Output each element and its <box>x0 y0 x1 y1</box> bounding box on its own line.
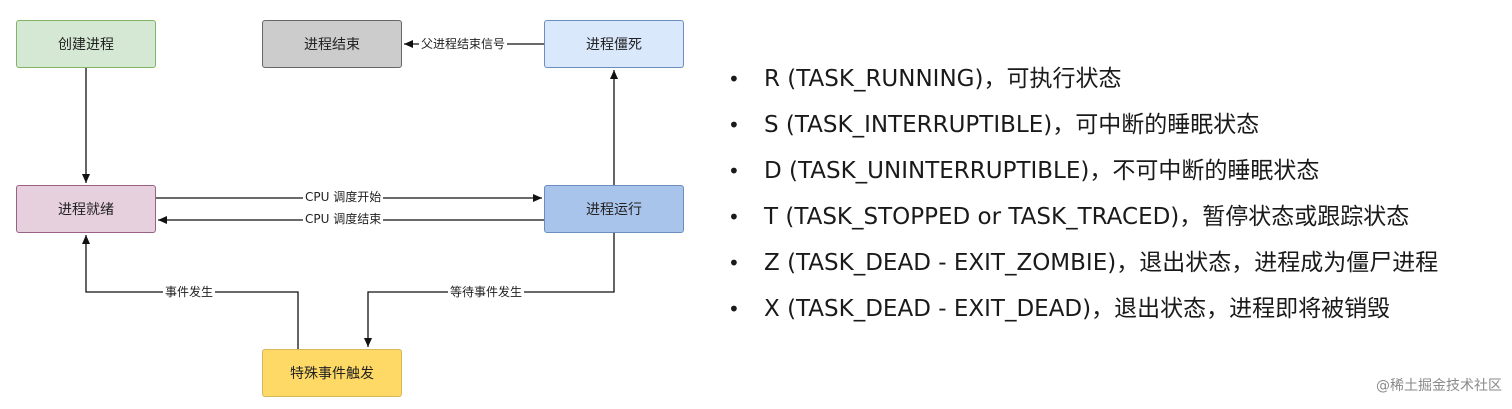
bullet-icon: • <box>728 205 740 229</box>
edge-label-wait-event: 等待事件发生 <box>448 285 525 299</box>
state-item: • D (TASK_UNINTERRUPTIBLE)，不可中断的睡眠状态 <box>728 148 1512 194</box>
bullet-icon: • <box>728 297 740 321</box>
node-special-event: 特殊事件触发 <box>262 349 402 397</box>
node-create-process: 创建进程 <box>16 20 156 68</box>
state-item: • Z (TASK_DEAD - EXIT_ZOMBIE)，退出状态，进程成为僵尸… <box>728 240 1512 286</box>
node-process-zombie: 进程僵死 <box>544 20 684 68</box>
bullet-icon: • <box>728 251 740 275</box>
state-item: • R (TASK_RUNNING)，可执行状态 <box>728 56 1512 102</box>
bullet-icon: • <box>728 113 740 137</box>
state-text: D (TASK_UNINTERRUPTIBLE)，不可中断的睡眠状态 <box>764 158 1320 184</box>
bullet-icon: • <box>728 159 740 183</box>
state-item: • X (TASK_DEAD - EXIT_DEAD)，退出状态，进程即将被销毁 <box>728 286 1512 332</box>
state-text: R (TASK_RUNNING)，可执行状态 <box>764 66 1122 92</box>
state-item: • T (TASK_STOPPED or TASK_TRACED)，暂停状态或跟踪… <box>728 194 1512 240</box>
state-text: T (TASK_STOPPED or TASK_TRACED)，暂停状态或跟踪状… <box>764 204 1410 230</box>
footer-credit: @稀土掘金技术社区 <box>1376 378 1502 394</box>
node-process-ready: 进程就绪 <box>16 185 156 233</box>
process-state-list: • R (TASK_RUNNING)，可执行状态 • S (TASK_INTERRU… <box>728 56 1512 332</box>
node-process-end: 进程结束 <box>262 20 402 68</box>
edge-label-cpu-schedule-end: CPU 调度结束 <box>303 212 384 226</box>
edge-label-parent-signal: 父进程结束信号 <box>419 37 508 51</box>
edge-label-event-occurs: 事件发生 <box>163 285 216 299</box>
edge-label-cpu-schedule-start: CPU 调度开始 <box>303 190 384 204</box>
node-process-running: 进程运行 <box>544 185 684 233</box>
state-text: X (TASK_DEAD - EXIT_DEAD)，退出状态，进程即将被销毁 <box>764 296 1391 322</box>
state-item: • S (TASK_INTERRUPTIBLE)，可中断的睡眠状态 <box>728 102 1512 148</box>
state-text: S (TASK_INTERRUPTIBLE)，可中断的睡眠状态 <box>764 112 1260 138</box>
bullet-icon: • <box>728 67 740 91</box>
state-text: Z (TASK_DEAD - EXIT_ZOMBIE)，退出状态，进程成为僵尸进… <box>764 250 1439 276</box>
